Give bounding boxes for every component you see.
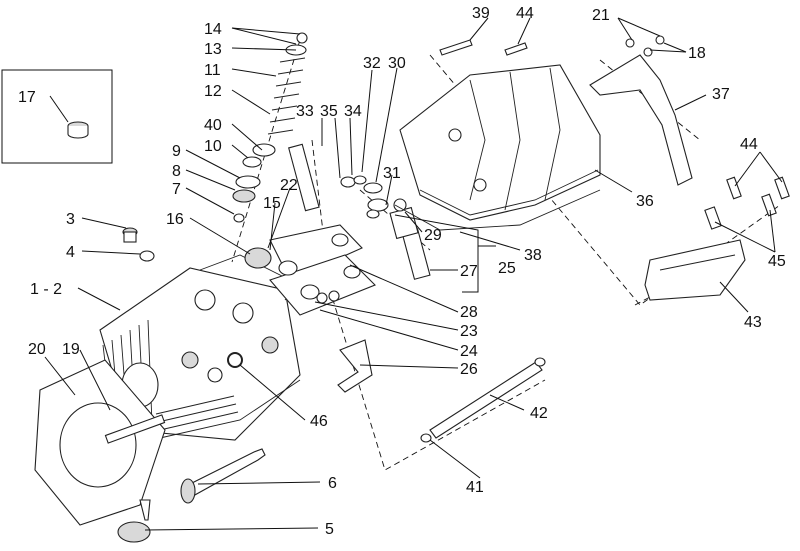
part-17-inset [1, 69, 113, 164]
callout-36: 36 [636, 193, 654, 210]
callout-28: 28 [460, 304, 478, 321]
callout-13: 13 [204, 41, 222, 58]
callout-4: 4 [66, 244, 75, 261]
stud [104, 414, 166, 444]
callout-labels: 14 13 11 12 40 10 9 8 7 3 4 16 22 15 1 -… [18, 5, 786, 538]
callout-38: 38 [524, 247, 542, 264]
callout-16: 16 [166, 211, 184, 228]
callout-12: 12 [204, 83, 222, 100]
head-gasket [34, 359, 166, 526]
callout-34: 34 [344, 103, 362, 120]
callout-44-top: 44 [516, 5, 534, 22]
screws-cover [439, 39, 528, 56]
callout-15: 15 [263, 195, 281, 212]
callout-23: 23 [460, 323, 478, 340]
callout-21: 21 [592, 7, 610, 24]
callout-44-right: 44 [740, 136, 758, 153]
callout-45: 45 [768, 253, 786, 270]
callout-7: 7 [172, 181, 181, 198]
callout-6: 6 [328, 475, 337, 492]
side-cover [644, 176, 790, 301]
callout-29: 29 [424, 227, 442, 244]
callout-24: 24 [460, 343, 478, 360]
valve-cover [394, 64, 601, 231]
callout-35: 35 [320, 103, 338, 120]
callout-9: 9 [172, 143, 181, 160]
callout-11: 11 [204, 62, 221, 79]
leader-lines [44, 17, 783, 531]
callout-37: 37 [712, 86, 730, 103]
valve-spring-stack [232, 32, 308, 223]
callout-10: 10 [204, 138, 222, 155]
callout-40: 40 [204, 117, 222, 134]
callout-43: 43 [744, 314, 762, 331]
callout-46: 46 [310, 413, 328, 430]
callout-39: 39 [472, 5, 490, 22]
o-ring [227, 352, 243, 368]
callout-31: 31 [383, 165, 401, 182]
callout-19: 19 [62, 341, 80, 358]
callout-32: 32 [363, 55, 381, 72]
callout-33: 33 [296, 103, 314, 120]
callout-1-2: 1 - 2 [30, 281, 62, 298]
bracket [337, 339, 373, 393]
callout-20: 20 [28, 341, 46, 358]
plugs [122, 227, 155, 262]
callout-27: 27 [460, 263, 478, 280]
callout-22: 22 [280, 177, 298, 194]
callout-3: 3 [66, 211, 75, 228]
callout-30: 30 [388, 55, 406, 72]
callout-41: 41 [466, 479, 484, 496]
callout-8: 8 [172, 163, 181, 180]
callout-18: 18 [688, 45, 706, 62]
small-parts [340, 175, 407, 219]
bracket-37 [589, 54, 693, 186]
callout-17: 17 [18, 89, 36, 106]
callout-42: 42 [530, 405, 548, 422]
rod [420, 357, 546, 443]
callout-26: 26 [460, 361, 478, 378]
callout-25: 25 [498, 260, 516, 277]
rocker-assembly [244, 224, 376, 316]
callout-5: 5 [325, 521, 334, 538]
callout-14: 14 [204, 21, 222, 38]
